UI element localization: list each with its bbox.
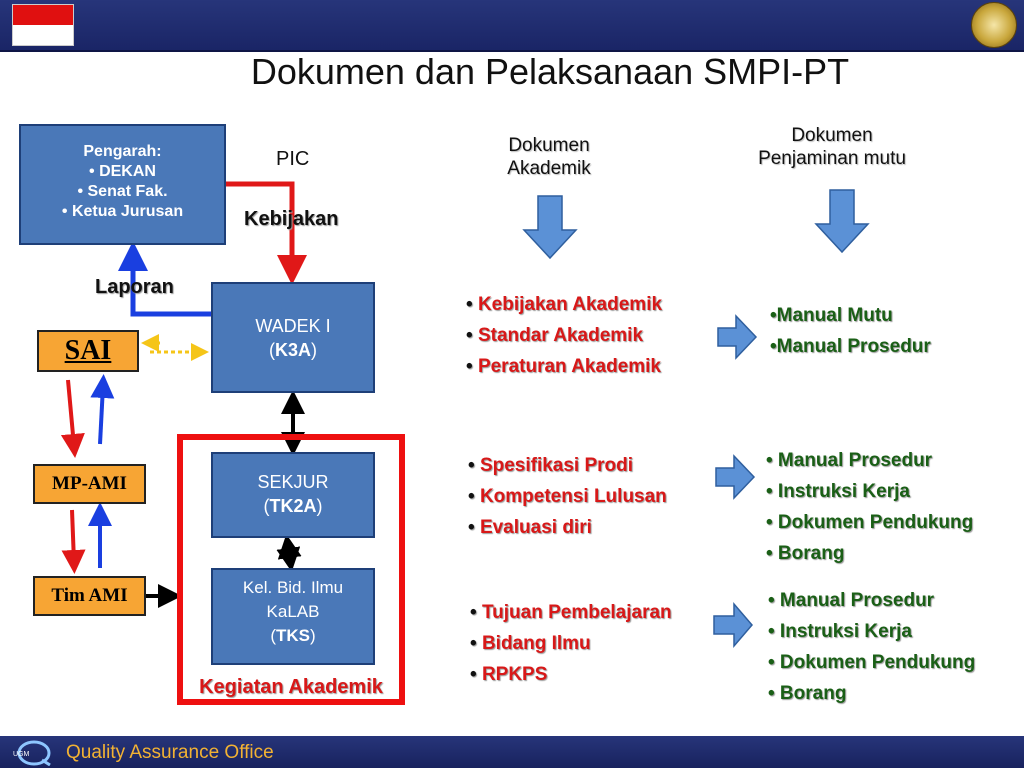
list-item: • Kebijakan Akademik xyxy=(466,294,663,315)
sai-box: SAI xyxy=(37,330,139,372)
akademik-list-1: • Kebijakan Akademik • Standar Akademik … xyxy=(466,289,662,382)
list-item: • RPKPS xyxy=(470,664,548,685)
right-arrow-row2-icon xyxy=(715,454,756,500)
list-item: • Tujuan Pembelajaran xyxy=(470,602,672,623)
list-item: • Kompetensi Lulusan xyxy=(468,486,667,507)
pic-label: PIC xyxy=(276,148,310,170)
kel-title: Kel. Bid. Ilmu xyxy=(242,578,344,597)
footer-bar xyxy=(0,736,1024,768)
list-item: • Dokumen Pendukung xyxy=(768,652,976,673)
right-arrow-row3-icon xyxy=(713,601,753,649)
sekjur-kel-arrow xyxy=(276,534,302,572)
list-item: • Spesifikasi Prodi xyxy=(468,455,634,476)
kebijakan-arrow xyxy=(226,181,307,285)
tim-ami-box: Tim AMI xyxy=(33,576,146,616)
kel-code: TKS xyxy=(276,626,310,645)
list-item: • Bidang Ilmu xyxy=(470,633,591,654)
laporan-label: Laporan xyxy=(95,276,174,298)
kegiatan-akademik-label: Kegiatan Akademik xyxy=(199,676,383,698)
list-item: • Borang xyxy=(766,543,845,564)
kel-bid-ilmu-box: Kel. Bid. Ilmu KaLAB (TKS) xyxy=(211,568,375,665)
down-arrow-mutu-icon xyxy=(814,189,870,254)
sekjur-box: SEKJUR (TK2A) xyxy=(211,452,375,538)
list-item: • Manual Prosedur xyxy=(768,590,935,611)
logo-text: UGM xyxy=(13,751,30,758)
list-item: • Borang xyxy=(768,683,847,704)
sai-mpami-arrow xyxy=(60,379,85,458)
list-item: • Manual Prosedur xyxy=(766,450,933,471)
mpami-sai-arrow xyxy=(90,374,115,445)
akademik-list-3: • Tujuan Pembelajaran • Bidang Ilmu • RP… xyxy=(470,597,672,690)
page-title: Dokumen dan Pelaksanaan SMPI-PT xyxy=(250,51,850,92)
down-arrow-akademik-icon xyxy=(522,195,578,260)
pengarah-box: Pengarah: • DEKAN • Senat Fak. • Ketua J… xyxy=(19,124,226,245)
list-item: • Evaluasi diri xyxy=(468,517,592,538)
pengarah-item: • Ketua Jurusan xyxy=(61,203,184,220)
mpami-timami-arrow xyxy=(61,509,86,574)
sekjur-title: SEKJUR xyxy=(257,472,329,492)
wadek-box: WADEK I (K3A) xyxy=(211,282,375,393)
header-bar xyxy=(0,0,1024,52)
kebijakan-label: Kebijakan xyxy=(244,208,339,230)
wadek-title: WADEK I xyxy=(255,316,331,336)
pengarah-heading: Pengarah: xyxy=(83,143,162,160)
university-seal-icon xyxy=(971,2,1017,48)
mutu-list-1: •Manual Mutu •Manual Prosedur xyxy=(770,300,931,362)
footer-title: Quality Assurance Office xyxy=(66,742,274,763)
list-item: • Instruksi Kerja xyxy=(768,621,912,642)
kegiatan-frame xyxy=(177,434,405,705)
list-item: •Manual Mutu xyxy=(770,305,893,326)
qa-logo-icon: UGM xyxy=(13,740,51,766)
wadek-code: K3A xyxy=(274,340,311,360)
list-item: • Standar Akademik xyxy=(466,325,644,346)
pengarah-item: • DEKAN xyxy=(89,163,156,180)
laporan-arrow xyxy=(118,241,211,317)
right-arrow-row1-icon xyxy=(717,314,758,360)
list-item: • Instruksi Kerja xyxy=(766,481,910,502)
mp-ami-box: MP-AMI xyxy=(33,464,146,504)
akademik-list-2: • Spesifikasi Prodi • Kompetensi Lulusan… xyxy=(468,450,667,543)
mutu-list-2: • Manual Prosedur • Instruksi Kerja • Do… xyxy=(766,445,973,569)
mutu-list-3: • Manual Prosedur • Instruksi Kerja • Do… xyxy=(768,585,975,709)
list-item: • Dokumen Pendukung xyxy=(766,512,974,533)
kel-subtitle: KaLAB xyxy=(266,602,320,621)
indonesia-flag-icon xyxy=(12,4,74,46)
pengarah-item: • Senat Fak. xyxy=(77,183,168,200)
list-item: • Peraturan Akademik xyxy=(466,356,661,377)
sekjur-code: TK2A xyxy=(269,496,317,516)
list-item: •Manual Prosedur xyxy=(770,336,931,357)
